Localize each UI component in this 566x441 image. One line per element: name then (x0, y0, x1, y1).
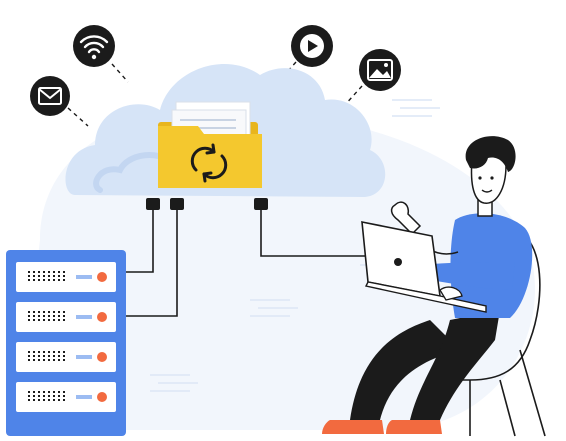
raised-hand (390, 201, 422, 236)
server-unit (16, 262, 116, 292)
status-led (97, 392, 107, 402)
play-icon (291, 25, 333, 67)
left-shoe (322, 420, 384, 434)
server-rack (6, 250, 126, 436)
cable-plugs (146, 198, 268, 210)
sync-icon (190, 143, 228, 183)
server-unit (16, 342, 116, 372)
wifi-icon (73, 25, 115, 67)
hair (465, 136, 516, 172)
status-led (97, 272, 107, 282)
sync-folder (158, 101, 262, 188)
status-led (97, 352, 107, 362)
cables (122, 210, 370, 317)
chair (448, 229, 546, 437)
image-icon (359, 49, 401, 91)
person (322, 136, 533, 434)
sleeve (430, 262, 515, 290)
mail-icon (30, 76, 70, 116)
laptop (361, 221, 487, 313)
server-unit (16, 382, 116, 412)
right-shoe (386, 420, 442, 434)
server-unit (16, 302, 116, 332)
laptop-logo (394, 258, 402, 266)
status-led (97, 312, 107, 322)
left-leg (350, 320, 460, 420)
right-leg (410, 310, 500, 420)
